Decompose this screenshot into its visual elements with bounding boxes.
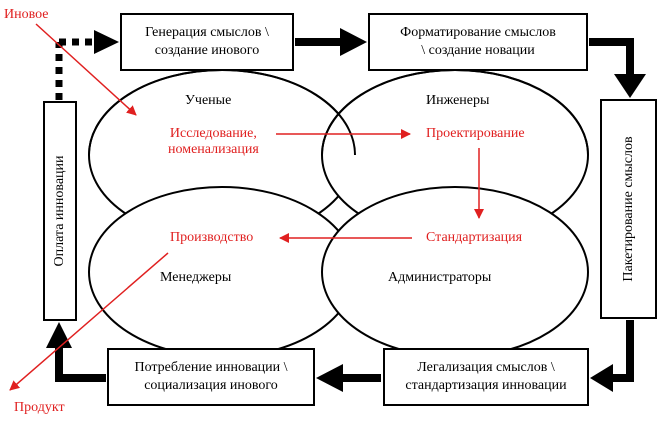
production-label: Производство [170, 230, 254, 245]
standardization-label: Стандартизация [426, 230, 523, 245]
research-line2: номенализация [168, 142, 259, 157]
packaging-label: Пакетирование смыслов [620, 136, 636, 282]
design-label: Проектирование [426, 126, 525, 141]
arrowhead-to-payment [46, 322, 72, 348]
generation-line1: Генерация смыслов \ [145, 25, 269, 40]
output-label: Продукт [14, 400, 65, 415]
arrow-input-to-research [35, 23, 137, 116]
arrowhead-to-formatting [340, 28, 367, 56]
generation-box: Генерация смыслов \ создание инового [120, 13, 294, 71]
generation-line2: создание инового [154, 43, 260, 58]
formatting-box: Форматирование смыслов \ создание новаци… [368, 13, 588, 71]
engineers-label: Инженеры [426, 93, 490, 108]
research-line1: Исследование, [169, 126, 257, 141]
administrators-label: Администраторы [388, 270, 492, 285]
legalization-line2: стандартизация инновации [405, 378, 567, 393]
consumption-box: Потребление инновации \ социализация ино… [107, 348, 315, 406]
legalization-box: Легализация смыслов \ стандартизация инн… [383, 348, 589, 406]
arrow-production-to-output [9, 252, 169, 391]
research-label: Исследование, номенализация [168, 126, 259, 158]
payment-box: Оплата инновации [43, 101, 77, 321]
consumption-line1: Потребление инновации \ [134, 360, 288, 375]
legalization-line1: Легализация смыслов \ [417, 360, 555, 375]
formatting-line1: Форматирование смыслов [400, 25, 556, 40]
managers-label: Менеджеры [160, 270, 232, 285]
arrow-packaging-to-legalization [611, 320, 634, 382]
formatting-line2: \ создание новации [421, 43, 535, 58]
arrowhead-to-consumption [316, 364, 343, 392]
input-label: Иновое [4, 7, 49, 22]
arrowhead-to-legalization [590, 364, 613, 392]
consumption-line2: социализация инового [144, 378, 278, 393]
arrow-consumption-to-payment [55, 346, 106, 382]
scientists-label: Ученые [185, 93, 232, 108]
arrow-formatting-to-packaging [589, 38, 634, 76]
payment-label: Оплата инновации [52, 155, 67, 267]
arrowhead-to-packaging [614, 74, 646, 98]
arrowhead-to-generation [94, 30, 119, 54]
packaging-box: Пакетирование смыслов [600, 99, 657, 319]
